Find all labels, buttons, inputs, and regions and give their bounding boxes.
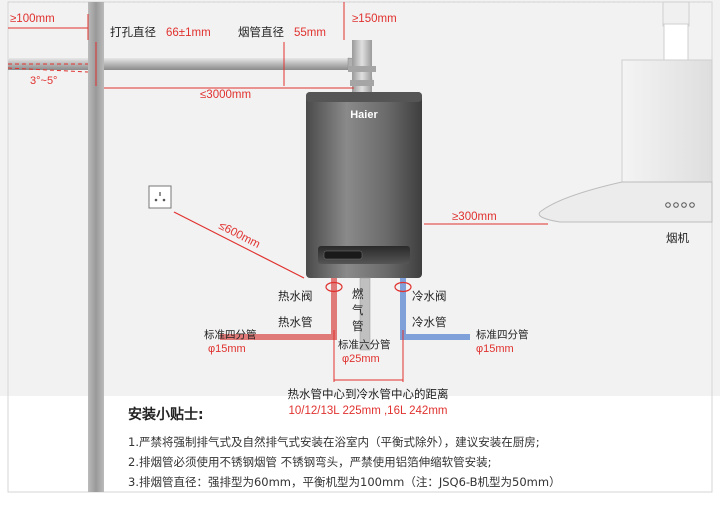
flue-ring bbox=[348, 66, 376, 72]
cold-spec-label: 标准四分管 bbox=[476, 328, 529, 341]
hole-diameter-value: 66±1mm bbox=[166, 27, 211, 39]
brand-logo: Haier bbox=[350, 109, 378, 121]
gas-pipe-char-1: 燃 bbox=[352, 287, 364, 301]
power-socket bbox=[148, 185, 172, 209]
hot-water-pipe-horizontal bbox=[220, 334, 331, 340]
hood-button-3 bbox=[681, 202, 687, 208]
wall-gap-label: ≥100mm bbox=[10, 13, 55, 25]
hot-water-pipe bbox=[331, 278, 337, 340]
hot-water-valve bbox=[325, 281, 343, 293]
slope-line bbox=[7, 67, 89, 73]
display-screen bbox=[323, 250, 363, 260]
hood-distance-label: ≥300mm bbox=[452, 211, 497, 223]
tip-item-2: 2.排烟管必须使用不锈钢烟管 不锈钢弯头，严禁使用铝箔伸缩软管安装; bbox=[128, 455, 492, 469]
hood-canopy bbox=[538, 181, 713, 223]
hot-valve-label: 热水阀 bbox=[278, 289, 313, 303]
top-gap-label: ≥150mm bbox=[352, 13, 397, 25]
socket-pin-left bbox=[154, 198, 158, 202]
hood-button-2 bbox=[673, 202, 679, 208]
water-heater bbox=[306, 92, 422, 278]
flue-diameter-label: 烟管直径 bbox=[238, 25, 284, 39]
gas-spec-diameter: φ25mm bbox=[342, 353, 380, 365]
center-distance-value: 10/12/13L 225mm ,16L 242mm bbox=[289, 405, 448, 417]
cold-pipe-label: 冷水管 bbox=[412, 315, 447, 329]
flue-outside bbox=[8, 58, 88, 70]
tip-item-3: 3.排烟管直径：强排型为60mm，平衡机型为100mm（注：JSQ6-B机型为5… bbox=[128, 475, 561, 489]
flue-length-label: ≤3000mm bbox=[200, 89, 251, 101]
center-distance-title: 热水管中心到冷水管中心的距离 bbox=[288, 387, 449, 401]
cold-water-valve bbox=[394, 281, 412, 293]
dim-socket bbox=[173, 211, 305, 279]
hood-button-4 bbox=[689, 202, 695, 208]
control-panel bbox=[318, 246, 410, 264]
flue-ring-2 bbox=[350, 80, 374, 86]
gas-pipe-char-2: 气 bbox=[352, 303, 364, 317]
hot-spec-label: 标准四分管 bbox=[204, 328, 257, 341]
hot-spec-diameter: φ15mm bbox=[208, 343, 246, 355]
cold-water-pipe bbox=[400, 278, 406, 340]
cold-water-pipe-horizontal bbox=[400, 334, 470, 340]
wall bbox=[88, 2, 104, 492]
cold-spec-diameter: φ15mm bbox=[476, 343, 514, 355]
installation-tips: 安装小贴士: 1.严禁将强制排气式及自然排气式安装在浴室内（平衡式除外），建议安… bbox=[128, 404, 708, 492]
gas-spec-label: 标准六分管 bbox=[338, 338, 391, 351]
hood-body bbox=[621, 59, 713, 183]
flue-diameter-value: 55mm bbox=[294, 27, 326, 39]
heater-top-edge bbox=[306, 92, 422, 102]
gas-pipe-char-3: 管 bbox=[352, 319, 364, 333]
flue-horizontal bbox=[104, 58, 354, 70]
hood-chimney bbox=[663, 23, 689, 61]
hood-label: 烟机 bbox=[666, 231, 689, 245]
hot-pipe-label: 热水管 bbox=[278, 315, 313, 329]
socket-pin-right bbox=[162, 198, 166, 202]
hood-button-1 bbox=[665, 202, 671, 208]
cold-valve-label: 冷水阀 bbox=[412, 289, 447, 303]
hood-duct bbox=[662, 1, 690, 27]
tips-title: 安装小贴士: bbox=[128, 407, 204, 423]
hole-diameter-label: 打孔直径 bbox=[110, 25, 156, 39]
tip-item-1: 1.严禁将强制排气式及自然排气式安装在浴室内（平衡式除外），建议安装在厨房; bbox=[128, 435, 540, 449]
gas-pipe bbox=[359, 277, 371, 351]
slope-label: 3°~5° bbox=[30, 75, 57, 87]
